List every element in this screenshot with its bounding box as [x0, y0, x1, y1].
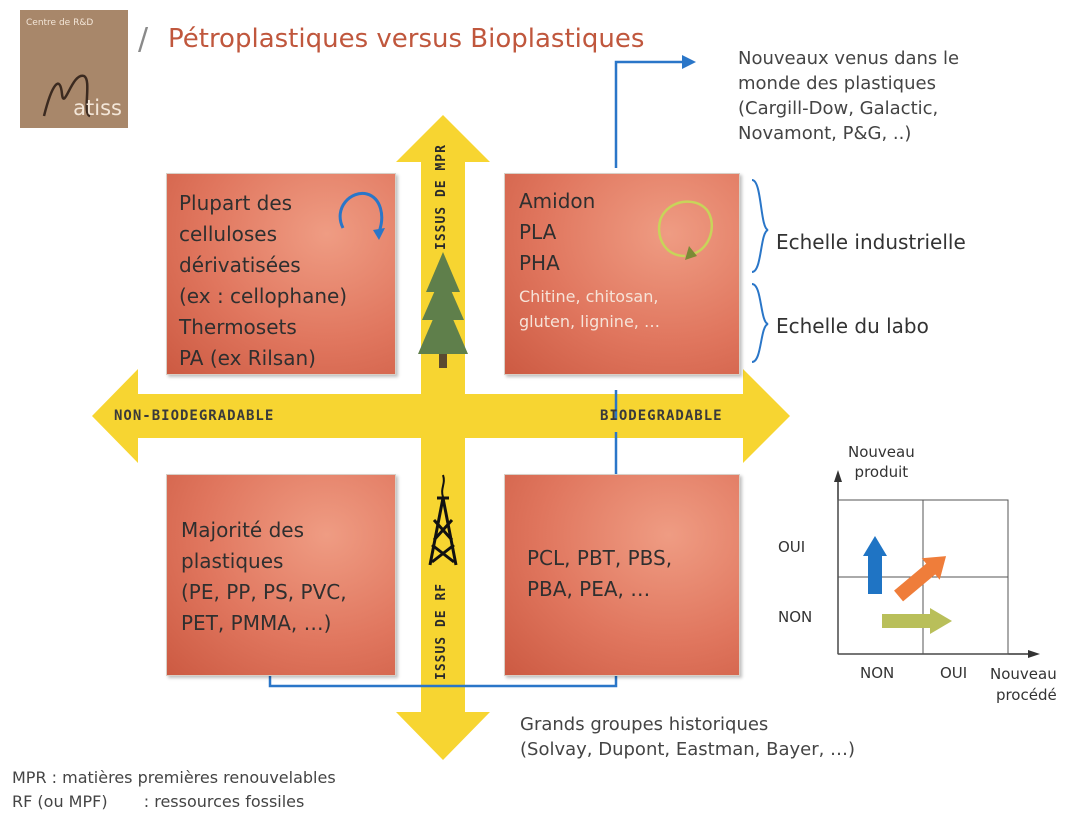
matrix-y-oui: OUI	[778, 538, 806, 556]
page-title: Pétroplastiques versus Bioplastiques	[168, 24, 645, 54]
newcomers-note: Nouveaux venus dans le monde des plastiq…	[738, 48, 960, 144]
scale-industrial-label: Echelle industrielle	[776, 230, 966, 254]
quadrant-bottom-right: PCL, PBT, PBS, PBA, PEA, …	[504, 474, 740, 676]
axis-label-non-biodegradable: NON-BIODEGRADABLE	[114, 408, 275, 424]
axis-label-mpr: ISSUS DE MPR	[434, 144, 449, 250]
yellow-cross-arrows	[92, 115, 790, 760]
logo-brand-text: atiss	[73, 96, 122, 120]
footer-mpr-definition: MPR : matières premières renouvelables	[12, 768, 336, 787]
axis-label-rf: ISSUS DE RF	[434, 582, 449, 680]
scale-brackets	[751, 179, 769, 363]
logo-small-text: Centre de R&D	[26, 18, 94, 28]
quadrant-top-left-text: Plupart des celluloses dérivatisées (ex …	[179, 191, 348, 370]
quadrant-top-right-sub: Chitine, chitosan, gluten, lignine, …	[519, 287, 660, 331]
matrix-arrow-blue	[863, 536, 887, 594]
quadrant-top-right: Amidon PLA PHA Chitine, chitosan, gluten…	[504, 173, 740, 375]
circular-arrow-icon	[338, 191, 385, 240]
x-axis-arrowhead	[1028, 650, 1040, 658]
recycle-loop-icon	[657, 200, 713, 260]
quadrant-bottom-left: Majorité des plastiques (PE, PP, PS, PVC…	[166, 474, 396, 676]
quadrant-top-right-main: Amidon PLA PHA	[519, 189, 596, 275]
matrix-arrow-olive	[882, 608, 952, 634]
oil-derrick-icon	[428, 474, 458, 566]
quadrant-top-left: Plupart des celluloses dérivatisées (ex …	[166, 173, 396, 375]
historic-groups-note: Grands groupes historiques (Solvay, Dupo…	[520, 714, 856, 760]
quadrant-bottom-left-text: Majorité des plastiques (PE, PP, PS, PVC…	[181, 518, 347, 635]
logo-n-glyph	[42, 74, 91, 118]
matrix-y-non: NON	[778, 608, 813, 626]
matrix-x-title: Nouveau procédé	[990, 665, 1057, 704]
footer-rf-definition: : ressources fossiles	[143, 792, 305, 811]
matrix-x-non: NON	[860, 664, 895, 682]
axis-label-biodegradable: BIODEGRADABLE	[600, 408, 723, 424]
natiss-logo: Centre de R&D atiss	[20, 10, 128, 128]
matrix-x-oui: OUI	[940, 664, 968, 682]
title-slash: /	[138, 22, 149, 57]
matrix-arrow-orange	[894, 556, 947, 602]
scale-lab-label: Echelle du labo	[776, 314, 929, 338]
tree-icon	[418, 252, 468, 368]
innovation-matrix	[834, 470, 1040, 658]
y-axis-arrowhead	[834, 470, 842, 482]
footer-rf-line: RF (ou MPF) : ressources fossiles	[12, 792, 304, 811]
quadrant-bottom-right-text: PCL, PBT, PBS, PBA, PEA, …	[527, 546, 673, 601]
footer-rf-abbr: RF (ou MPF)	[12, 792, 108, 811]
matrix-y-title: Nouveau produit	[848, 443, 915, 481]
